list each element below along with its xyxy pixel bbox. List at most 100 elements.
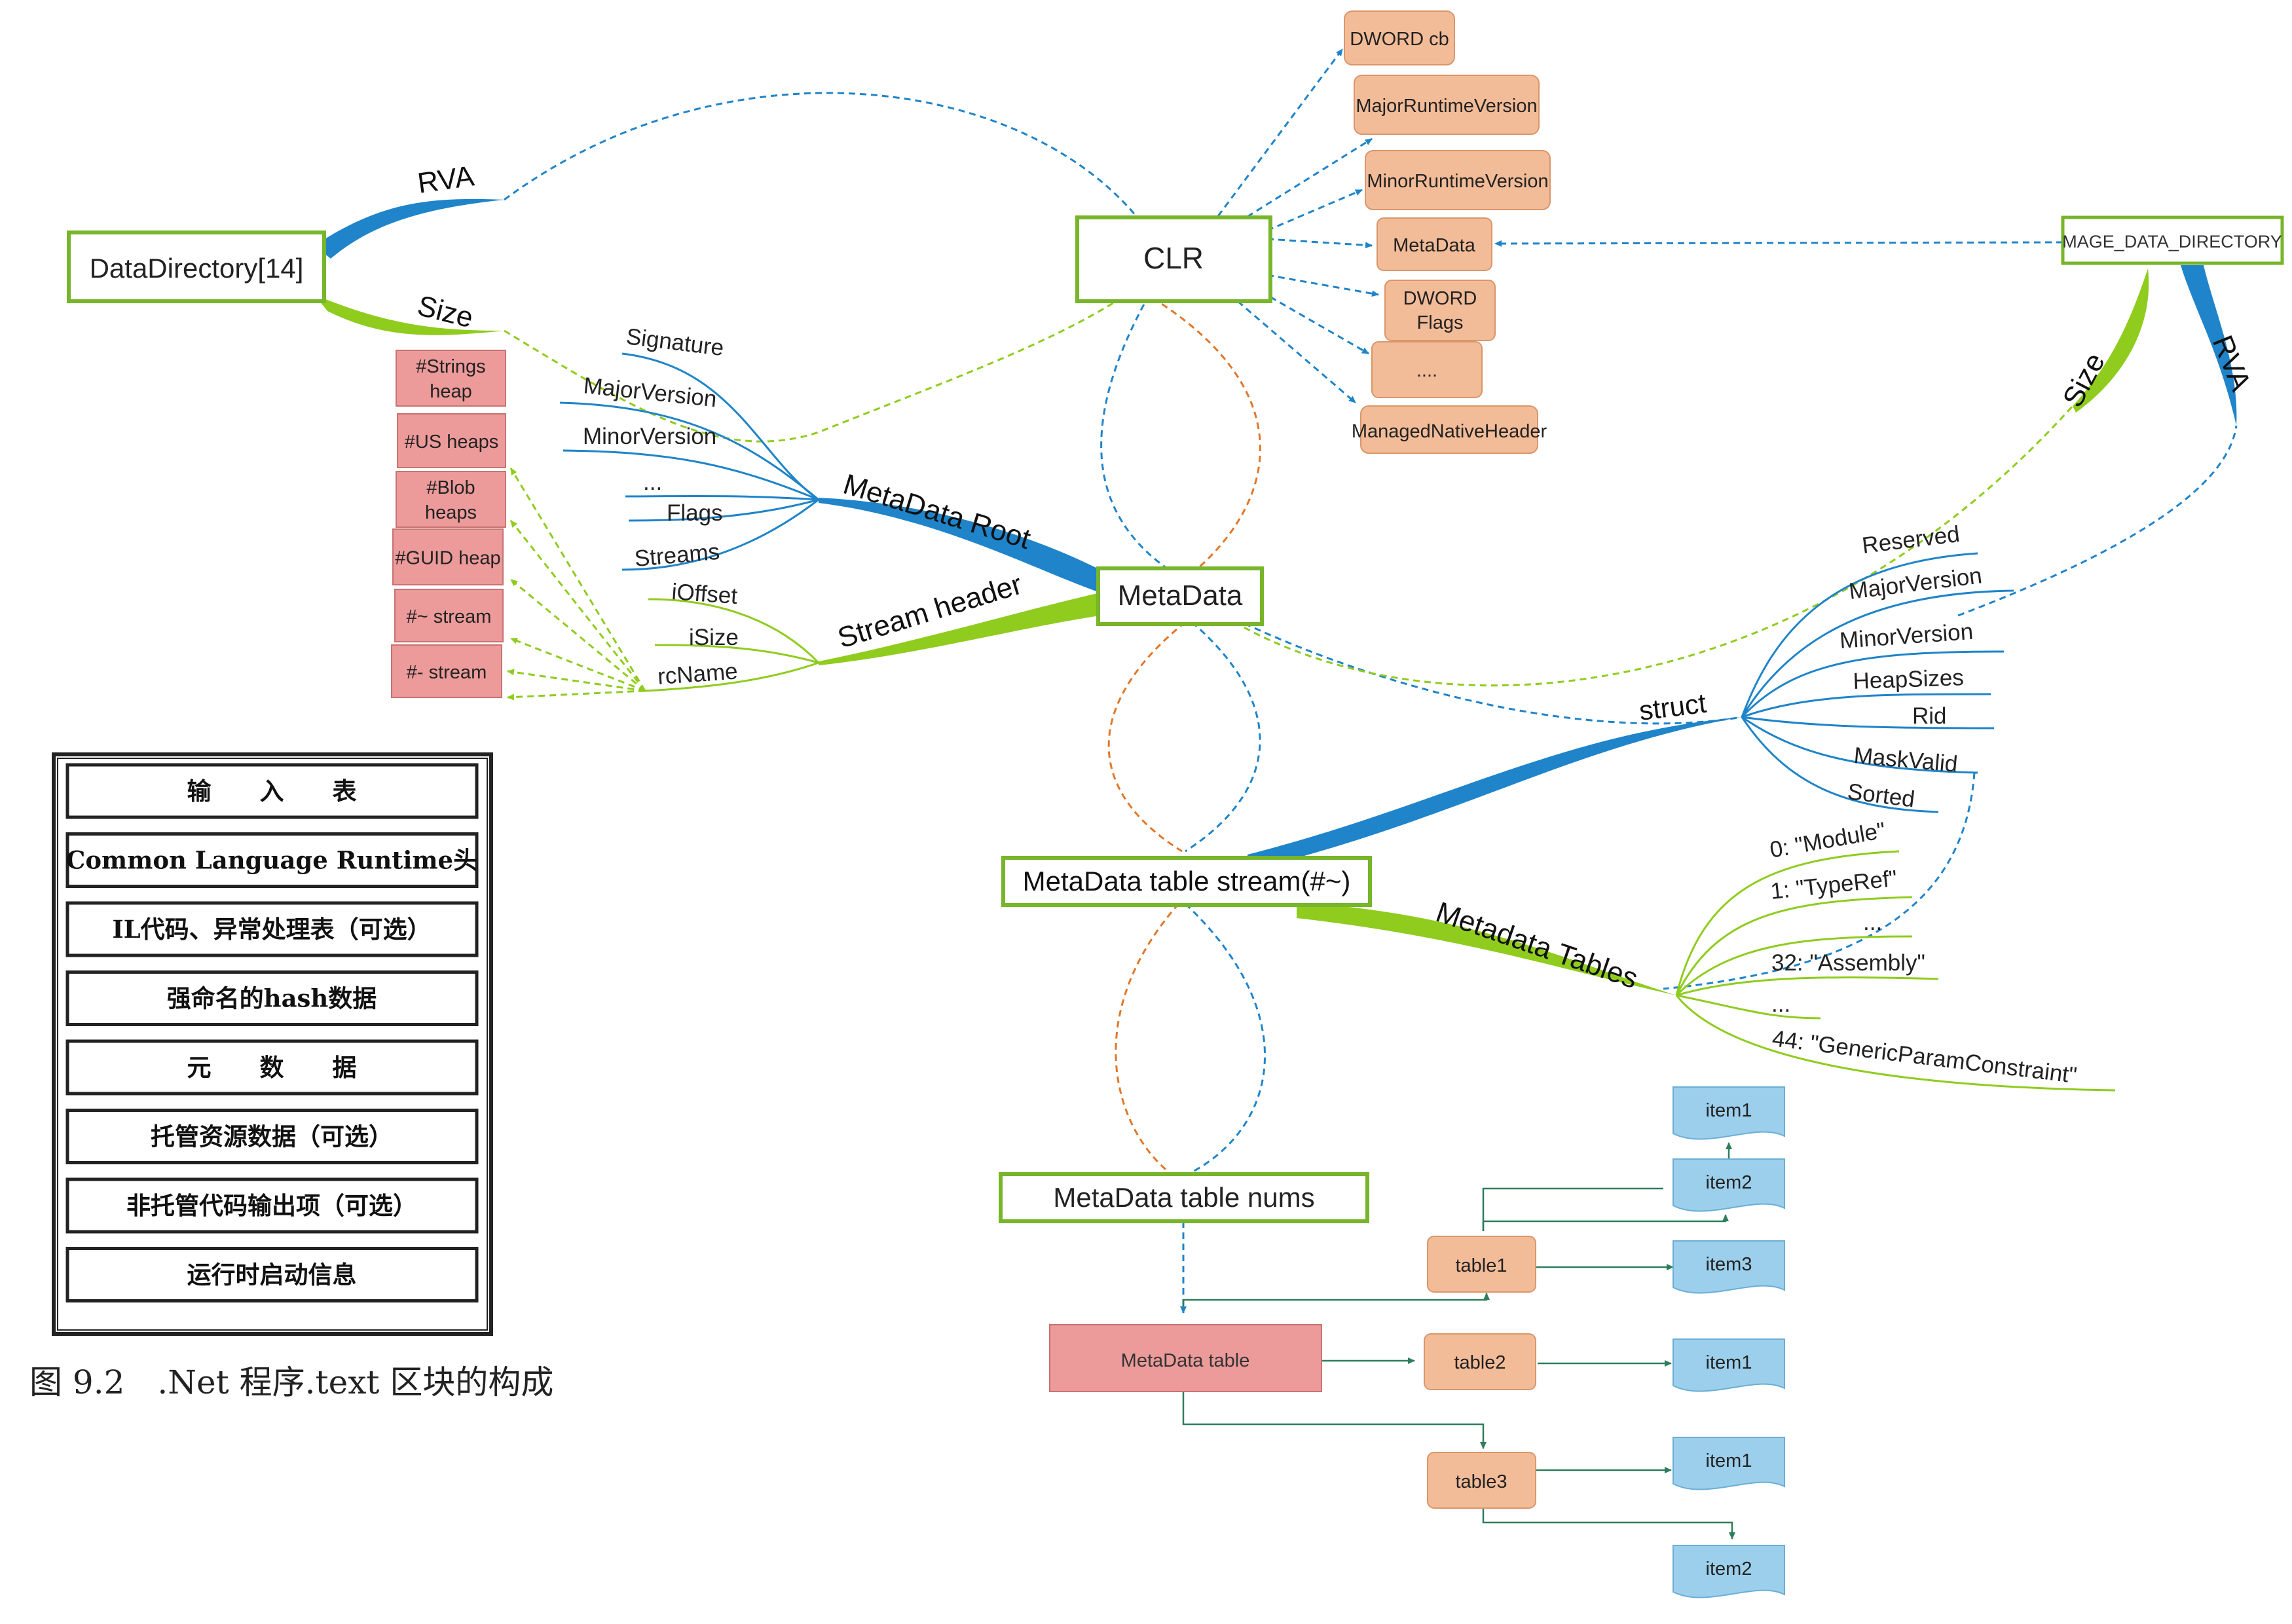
item-box	[1673, 1437, 1785, 1490]
thick-branches	[314, 198, 2237, 995]
table-tree-connectors	[1182, 1142, 1735, 1540]
heap-boxes: #Strings heap #US heaps #Blob heaps #GUID hea…	[391, 350, 506, 698]
table-nums-label: MetaData table nums	[1053, 1182, 1314, 1213]
rva-right-label: RVA	[2206, 331, 2257, 396]
size-to-metadata-root-line	[504, 287, 1137, 443]
metadata-tables-branch	[1297, 902, 1676, 995]
legend-row	[65, 832, 479, 888]
clr-field-boxes: DWORD cb MajorRuntimeVersion MinorRuntim…	[1344, 10, 1551, 454]
rva-right-branch	[2181, 265, 2237, 426]
heap-label: #Blob	[426, 477, 475, 498]
metadata-to-size-green	[1234, 405, 2074, 687]
heap-box	[391, 644, 502, 698]
struct-field: MaskValid	[1853, 743, 1959, 777]
item-box	[1673, 1545, 1785, 1598]
size-left-branch	[314, 295, 504, 335]
clr-node: CLR	[1075, 215, 1272, 303]
struct-field: Rid	[1912, 703, 1947, 729]
metadata-stream-arc-orange	[1107, 621, 1186, 853]
item-label: item2	[1706, 1559, 1752, 1579]
clr-field-label: DWORD cb	[1350, 29, 1449, 50]
metadata-tables-label: Metadata Tables	[1432, 896, 1642, 995]
heap-label: heap	[430, 381, 472, 402]
table-box	[1427, 1452, 1536, 1509]
table-label: table2	[1454, 1352, 1506, 1373]
clr-field-label: DWORD	[1403, 288, 1477, 309]
clr-field-label: MajorRuntimeVersion	[1356, 96, 1537, 117]
item-label: item1	[1706, 1100, 1752, 1121]
field-labels: Signature MajorVersion MinorVersion ... …	[582, 323, 2079, 1088]
root-field: ...	[643, 470, 662, 495]
clr-field-label: MetaData	[1393, 235, 1476, 256]
metadata-node: MetaData	[1096, 566, 1264, 626]
table-nums-node: MetaData table nums	[999, 1172, 1369, 1223]
legend-row-label: Common Language Runtime头	[66, 846, 477, 875]
stream-header-branch	[819, 593, 1100, 665]
clr-field-box	[1371, 341, 1483, 398]
image-data-directory-node: MAGE_DATA_DIRECTORY	[2061, 215, 2284, 265]
legend-row-label: 运行时启动信息	[187, 1261, 357, 1289]
clr-field-label-line1: DWORD	[1403, 288, 1477, 309]
item-label: item3	[1706, 1254, 1752, 1275]
metadata-root-branch	[819, 498, 1100, 593]
legend-row	[65, 1177, 479, 1234]
clr-field-box	[1384, 280, 1496, 341]
struct-branch	[1248, 717, 1742, 871]
clr-metadata-arc-right	[1152, 297, 1261, 578]
clr-field-label: MinorRuntimeVersion	[1367, 171, 1548, 192]
struct-label: struct	[1637, 688, 1708, 726]
root-field: Flags	[667, 500, 723, 526]
item-boxes: item1 item2 item3 item1 item1 item2	[1673, 1086, 1785, 1598]
metadata-label: MetaData	[1118, 580, 1243, 612]
item-label: item1	[1706, 1450, 1752, 1471]
data-directory-node: DataDirectory[14]	[67, 231, 326, 303]
struct-field: Sorted	[1846, 779, 1916, 812]
metadata-table-node: MetaData table	[1049, 1324, 1322, 1392]
item-label: item1	[1706, 1352, 1752, 1373]
table-entry: ...	[1863, 910, 1882, 935]
table-stream-node: MetaData table stream(#~)	[1001, 856, 1372, 907]
clr-field-label-line2: Flags	[1417, 312, 1464, 333]
clr-field-label: Flags	[1417, 312, 1464, 333]
clr-field-box	[1360, 405, 1538, 454]
heap-label: heaps	[425, 502, 477, 523]
image-dir-to-metadata-field	[1494, 240, 2063, 247]
legend-row-label: 强命名的hash数据	[167, 984, 377, 1013]
heap-box	[392, 528, 504, 585]
item-label: item2	[1706, 1172, 1752, 1193]
metadata-stream-arc-blue	[1185, 621, 1261, 853]
legend-row	[65, 763, 479, 819]
root-field: Streams	[633, 539, 720, 572]
legend-row-label: 托管资源数据（可选）	[151, 1122, 393, 1151]
struct-field: MajorVersion	[1847, 563, 1983, 604]
struct-field: Reserved	[1860, 521, 1961, 559]
heap-box	[394, 589, 504, 642]
dashed-connectors	[504, 48, 2238, 1314]
heap-label: #~ stream	[407, 606, 492, 627]
stream-header-field: iOffset	[671, 579, 738, 609]
heap-label: #US heaps	[405, 432, 499, 452]
clr-label: CLR	[1143, 241, 1204, 275]
table-entry: 32: "Assembly"	[1771, 950, 1925, 976]
data-directory-label: DataDirectory[14]	[90, 253, 304, 284]
item-box	[1673, 1338, 1785, 1392]
legend-row-label: IL代码、异常处理表（可选）	[112, 915, 431, 944]
stream-nums-arc-orange	[1115, 903, 1180, 1173]
heap-box	[396, 471, 506, 528]
heap-label: #Strings	[416, 356, 485, 377]
figure-caption: 图 9.2 .Net 程序.text 区块的构成	[29, 1363, 553, 1401]
heap-label: #GUID heap	[395, 548, 500, 569]
clr-field-box	[1344, 10, 1455, 65]
heap-box	[396, 350, 506, 407]
struct-to-rva-blue	[1957, 425, 2238, 617]
rva-to-clr-line	[504, 92, 1137, 217]
heap-label: #- stream	[407, 662, 487, 683]
table-box	[1424, 1333, 1536, 1390]
clr-field-box	[1354, 75, 1540, 135]
table-entry: 0: "Module"	[1768, 817, 1888, 862]
table-stream-label: MetaData table stream(#~)	[1023, 866, 1351, 896]
legend-row	[65, 970, 479, 1026]
